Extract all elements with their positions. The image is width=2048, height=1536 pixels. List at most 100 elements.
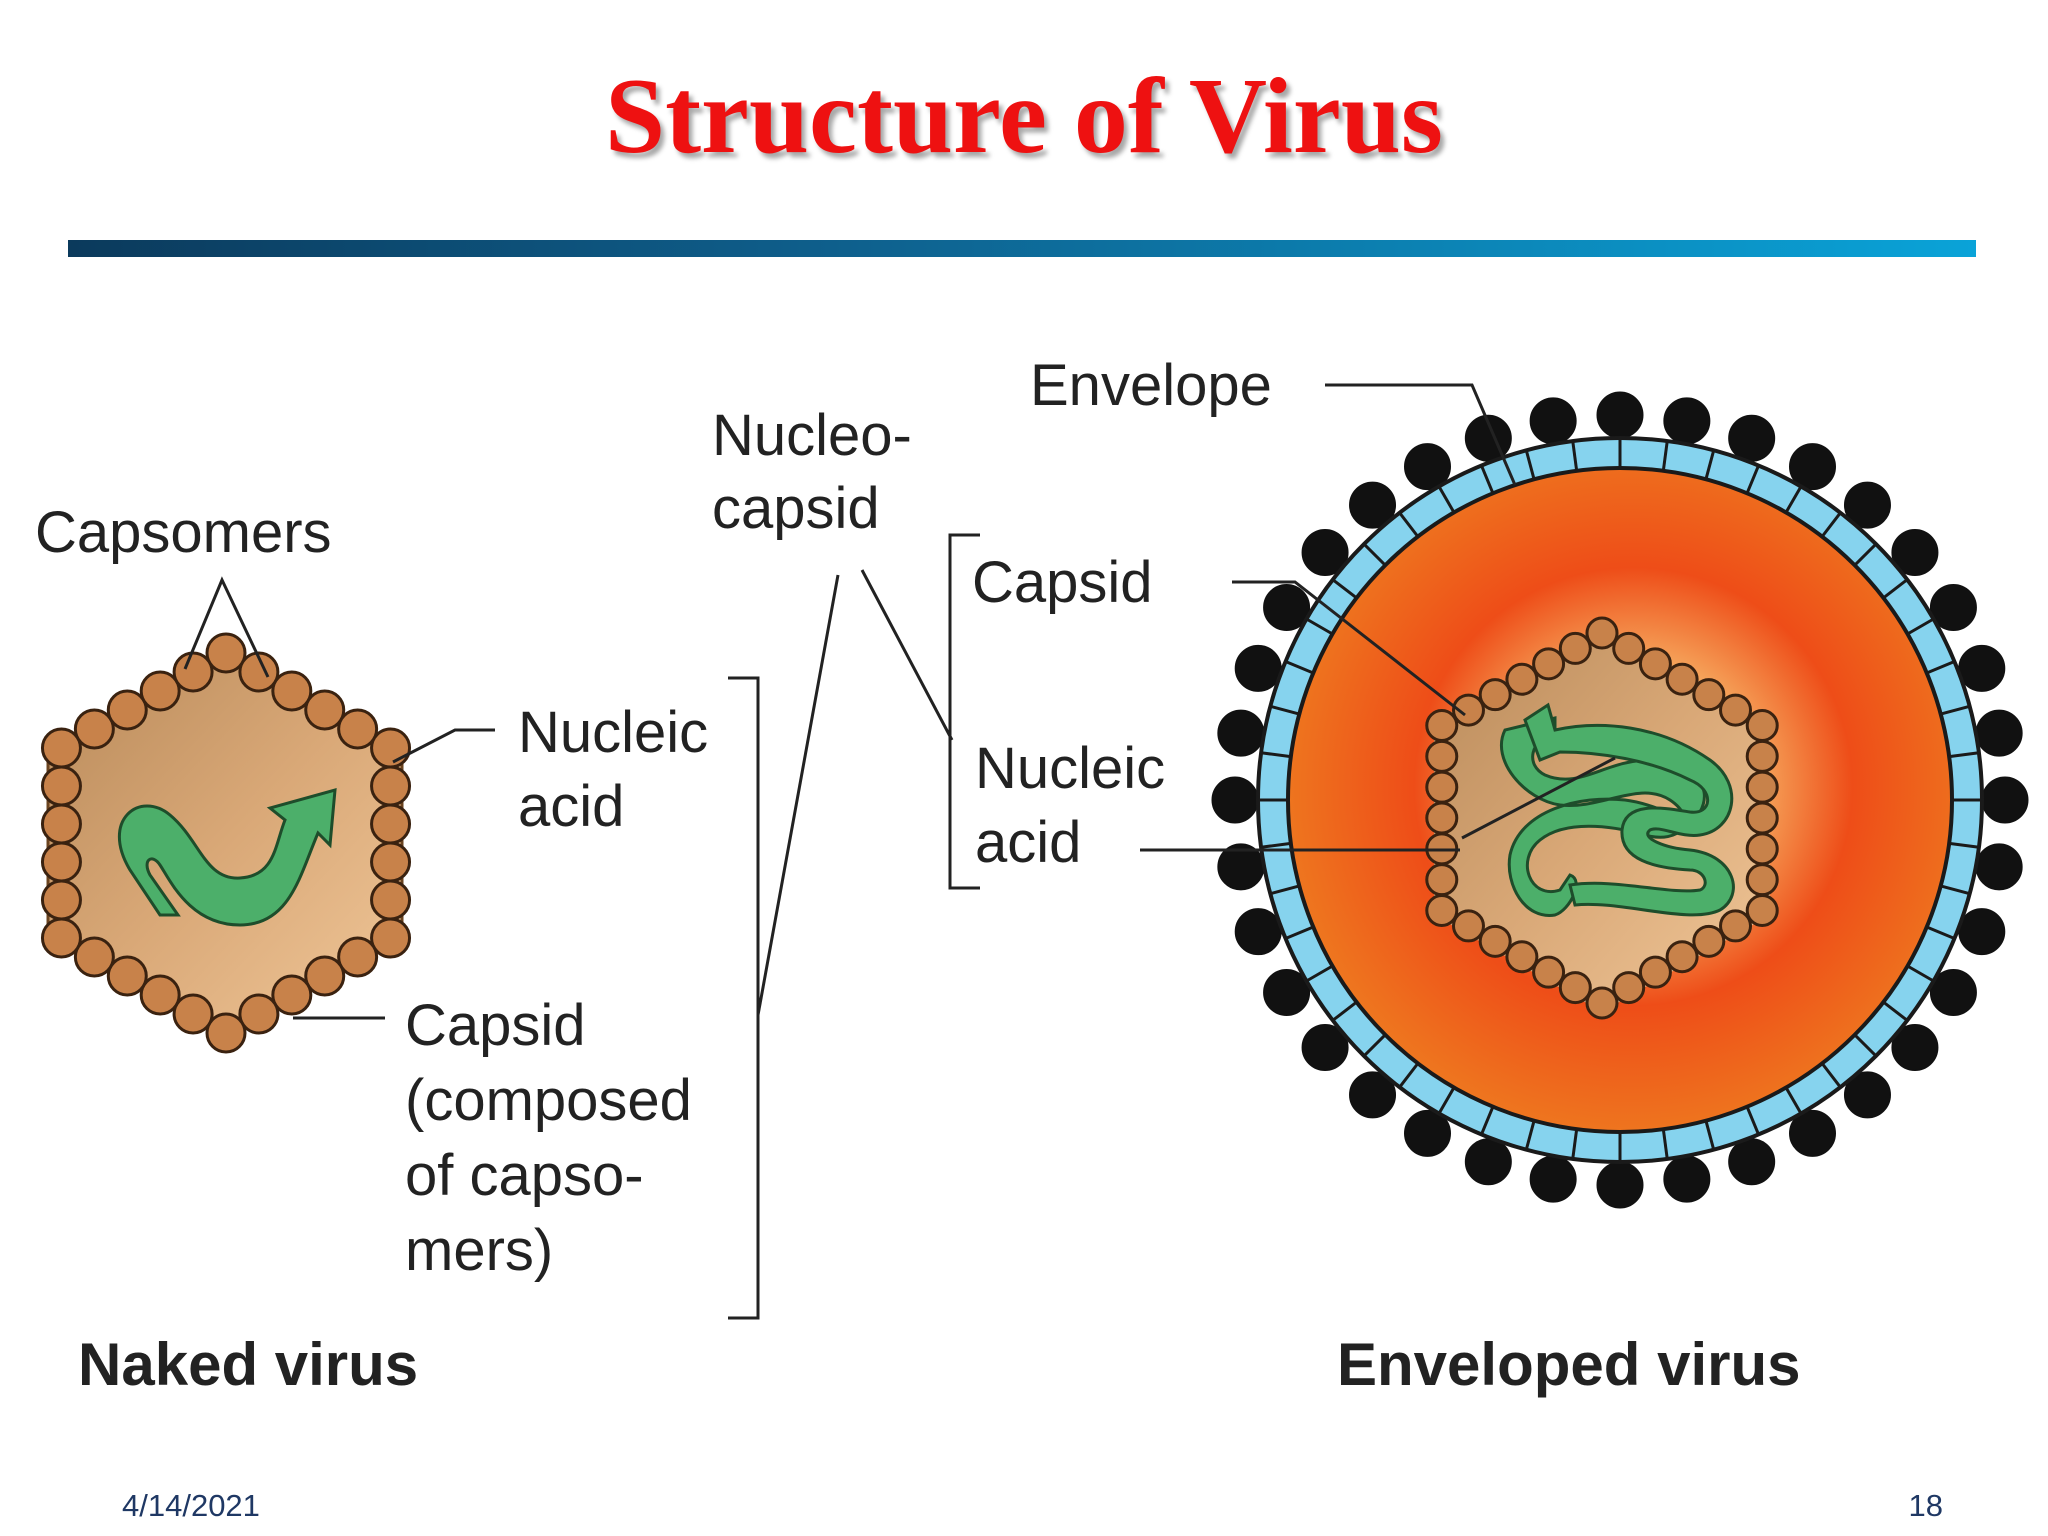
envelope-segment-divider	[1745, 464, 1760, 494]
capsomer	[1425, 863, 1459, 897]
envelope-spike	[1789, 1109, 1836, 1157]
envelope-spike	[1263, 969, 1311, 1016]
envelope-label: Envelope	[1030, 353, 1272, 418]
envelope-spike	[1349, 481, 1397, 529]
capsomer	[1558, 631, 1592, 665]
envelope-segment-divider	[1882, 1000, 1909, 1022]
envelope-segment-divider	[1331, 578, 1358, 600]
slide-title: Structure of Virus	[605, 57, 1443, 176]
capsomer	[1745, 739, 1779, 773]
title-underline-bar	[68, 240, 1976, 257]
naked-leader-lines	[183, 533, 980, 1320]
envelope-segment-divider	[1362, 542, 1387, 567]
capsomer	[1745, 894, 1779, 927]
capsomer	[40, 803, 82, 845]
capsomer	[1612, 631, 1646, 665]
middle-nucleic-label-line1: Nucleic	[975, 736, 1165, 801]
capsomer	[1692, 678, 1726, 712]
capsomer	[370, 917, 412, 959]
capsomer	[1505, 662, 1539, 696]
capsomer	[1425, 894, 1459, 927]
envelope-spike	[1404, 1109, 1451, 1157]
capsomer	[1505, 940, 1539, 974]
capsomer	[1451, 909, 1485, 943]
envelope-segment-divider	[1331, 1000, 1358, 1022]
envelope-segment-divider	[1704, 1120, 1716, 1151]
envelope-segment-divider	[1571, 1128, 1579, 1160]
envelope-spike	[1975, 843, 2023, 891]
envelope-spike	[1843, 1071, 1891, 1119]
envelope-spike	[1843, 481, 1891, 529]
envelope-segment-divider	[1571, 440, 1579, 472]
capsomer	[205, 632, 247, 674]
capsomer	[370, 727, 412, 769]
capsomer	[1745, 801, 1779, 835]
capsomer	[73, 708, 115, 750]
envelope-spike	[1211, 776, 1259, 824]
envelope-spike	[1529, 1155, 1577, 1203]
capsomer	[1665, 662, 1699, 696]
capsomer	[40, 917, 82, 959]
envelope-segment-divider	[1948, 841, 1980, 849]
capsomer	[337, 936, 379, 978]
capsomer	[1665, 940, 1699, 974]
envelope-segment-divider	[1784, 1086, 1803, 1115]
naked-capsomers	[40, 632, 412, 1054]
enveloped-leader-lines	[1140, 383, 1616, 852]
envelope-segment-divider	[1524, 1120, 1536, 1151]
capsomer	[139, 670, 181, 712]
envelope-spike	[1217, 709, 1265, 757]
envelope-segment-divider	[1820, 1062, 1842, 1089]
envelope-spike	[1301, 529, 1349, 577]
envelope-segment-divider	[1853, 1033, 1878, 1058]
capsomer	[1745, 863, 1779, 897]
envelope-segment-divider	[1362, 1033, 1387, 1058]
capsomer	[304, 689, 346, 731]
envelope-spike	[1891, 1023, 1939, 1071]
capsomers-label: Capsomers	[35, 500, 332, 565]
envelope-segment-divider	[1926, 660, 1956, 675]
envelope-spike	[1789, 443, 1836, 491]
envelope-segment-divider	[1437, 1086, 1456, 1115]
capsomer	[205, 1012, 247, 1054]
enveloped-virus-caption: Enveloped virus	[1337, 1331, 1800, 1398]
capsomer	[271, 670, 313, 712]
capsomer	[1425, 801, 1459, 835]
capsomer	[40, 727, 82, 769]
envelope-spike	[1663, 397, 1711, 445]
envelope-segment-divider	[1480, 1106, 1495, 1136]
nucleocapsid-label-line2: capsid	[712, 476, 880, 541]
middle-capsid-label: Capsid	[972, 550, 1153, 615]
capsomer	[1425, 739, 1459, 773]
naked-capsid-label-line2: (composed	[405, 1068, 692, 1133]
envelope-segment-divider	[1260, 751, 1292, 759]
capsomer	[238, 993, 280, 1035]
envelope-spike	[1929, 584, 1977, 631]
envelope-segment-divider	[1305, 964, 1334, 983]
capsomer	[172, 993, 214, 1035]
envelope-spike	[1596, 391, 1644, 439]
enveloped-virus-illustration	[1211, 391, 2029, 1209]
slide-date: 4/14/2021	[122, 1488, 260, 1523]
envelope-segment-divider	[1284, 925, 1314, 940]
envelope-segment-divider	[1305, 617, 1334, 636]
naked-nucleic-label-line2: acid	[518, 774, 624, 839]
envelope-spike	[1263, 584, 1311, 631]
capsomer	[370, 879, 412, 921]
naked-virus-illustration	[40, 632, 412, 1054]
envelope-spike	[1234, 644, 1282, 692]
slide-page-number: 18	[1908, 1488, 1943, 1523]
capsomer	[1585, 986, 1619, 1020]
capsomer	[1719, 693, 1753, 727]
capsomer	[238, 651, 280, 693]
envelope-segment-divider	[1704, 449, 1716, 480]
envelope-spikes	[1211, 391, 2029, 1209]
envelope-segment-divider	[1906, 964, 1935, 983]
capsomer	[1532, 647, 1566, 681]
envelope-spike	[1929, 969, 1977, 1016]
envelope-segment-divider	[1269, 884, 1300, 896]
capsomer	[73, 936, 115, 978]
envelope-segment-divider	[1398, 1062, 1420, 1089]
envelope-spike	[1958, 644, 2006, 692]
